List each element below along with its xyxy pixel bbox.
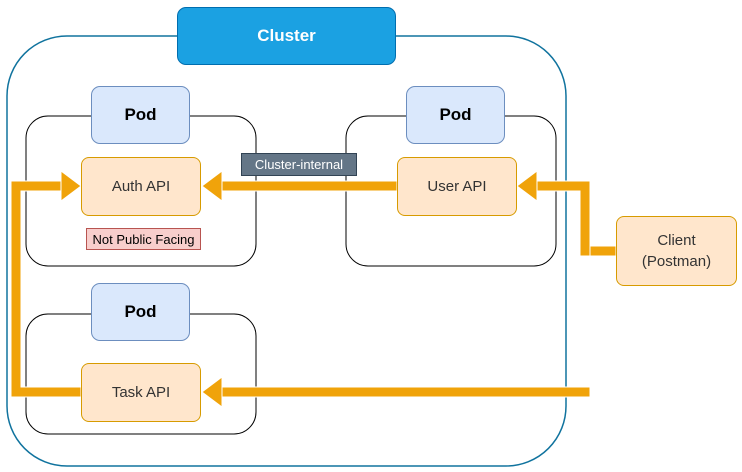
cluster-internal-badge: Cluster-internal bbox=[241, 153, 357, 176]
arrow-user-to-auth-shaft bbox=[221, 180, 398, 192]
client-label: Client (Postman) bbox=[641, 232, 712, 270]
pod-title-auth: Pod bbox=[91, 86, 190, 144]
not-public-facing-badge: Not Public Facing bbox=[86, 228, 201, 250]
cluster-title: Cluster bbox=[177, 7, 396, 65]
pod-title-user: Pod bbox=[406, 86, 505, 144]
arrow-task-to-auth-head bbox=[60, 170, 82, 202]
arrow-client-to-user-head bbox=[516, 170, 538, 202]
client-node: Client (Postman) bbox=[616, 216, 737, 286]
task-api-node: Task API bbox=[81, 363, 201, 422]
pod-title-task: Pod bbox=[91, 283, 190, 341]
arrow-client-to-task-head bbox=[201, 376, 223, 408]
user-api-node: User API bbox=[397, 157, 517, 216]
arrow-client-to-task-shaft bbox=[221, 245, 617, 398]
arrow-client-to-user-shaft bbox=[536, 180, 591, 257]
arrow-user-to-auth-head bbox=[201, 170, 223, 202]
arrow-task-to-auth-shaft bbox=[10, 180, 82, 398]
auth-api-node: Auth API bbox=[81, 157, 201, 216]
